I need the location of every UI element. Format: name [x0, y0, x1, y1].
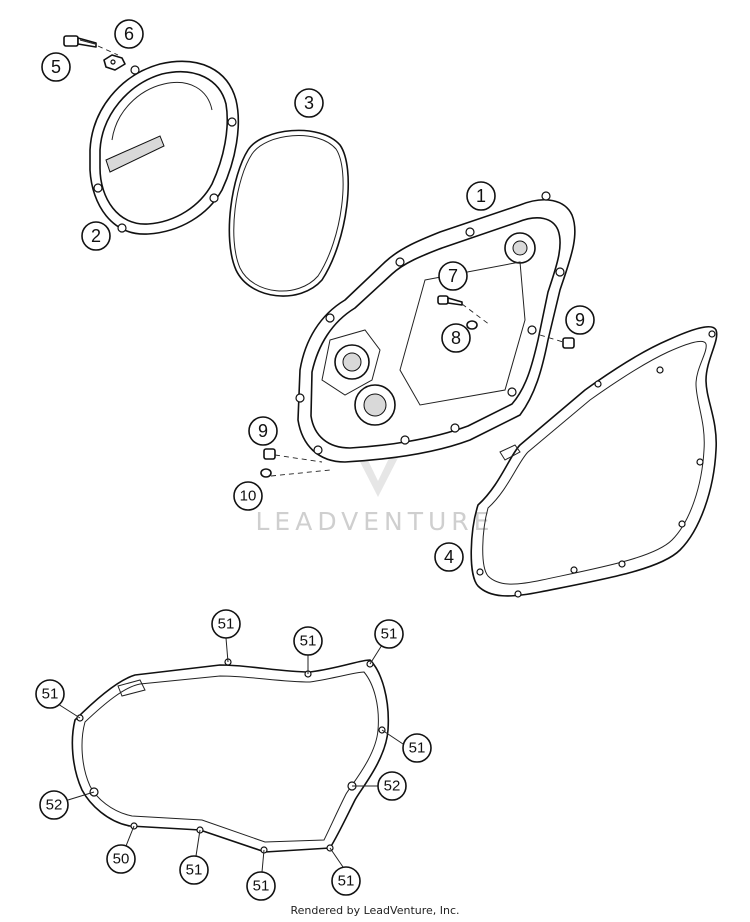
watermark-text: LEADVENTURE: [256, 507, 495, 536]
callout-4-label: 4: [444, 547, 454, 567]
callout-51-top-right-label: 51: [381, 626, 398, 643]
callout-8-label: 8: [451, 328, 461, 348]
callout-9-left[interactable]: 9: [248, 416, 278, 446]
bolt-part-5[interactable]: [63, 35, 119, 56]
dowel-part-9-left[interactable]: [263, 448, 323, 463]
dowel-part-9-right[interactable]: [539, 334, 575, 349]
callout-51-left-label: 51: [42, 686, 59, 703]
callout-6[interactable]: 6: [114, 19, 144, 49]
washer-part-8[interactable]: [466, 320, 478, 330]
callout-51-top-left-label: 51: [218, 616, 235, 633]
inner-clutch-cover-part-1[interactable]: [295, 191, 576, 463]
bolt-part-7[interactable]: [437, 295, 491, 326]
callout-6-label: 6: [124, 24, 134, 44]
callout-2-label: 2: [91, 226, 101, 246]
callout-52-left-label: 52: [46, 797, 63, 814]
callout-7[interactable]: 7: [438, 261, 468, 291]
callout-7-label: 7: [448, 266, 458, 286]
outer-clutch-cover-part-2[interactable]: [89, 60, 240, 235]
callout-50-label: 50: [113, 851, 130, 868]
callout-4[interactable]: 4: [434, 542, 464, 572]
o-ring-part-3[interactable]: [228, 129, 349, 297]
callout-5[interactable]: 5: [41, 52, 71, 82]
callout-51-top-middle-label: 51: [300, 633, 317, 650]
callout-51-left[interactable]: 51: [35, 679, 81, 719]
callout-51-bottom-3[interactable]: 51: [329, 847, 361, 896]
callout-9-right-label: 9: [575, 310, 585, 330]
callout-51-top-left[interactable]: 51: [211, 609, 241, 663]
callout-51-bottom-2[interactable]: 51: [246, 849, 276, 901]
callout-51-top-right[interactable]: 51: [369, 619, 404, 665]
callout-51-bottom-3-label: 51: [338, 873, 355, 890]
callout-3[interactable]: 3: [294, 88, 324, 118]
callout-9-right[interactable]: 9: [565, 305, 595, 335]
callout-52-right[interactable]: 52: [352, 771, 407, 801]
callout-51-right-label: 51: [409, 740, 426, 757]
footer-credit: Rendered by LeadVenture, Inc.: [290, 904, 460, 917]
callout-8[interactable]: 8: [441, 323, 471, 353]
callout-10[interactable]: 10: [233, 481, 263, 511]
plug-part-10[interactable]: [260, 468, 331, 478]
callout-51-top-middle[interactable]: 51: [293, 626, 323, 674]
callout-51-bottom-2-label: 51: [253, 878, 270, 895]
callout-1[interactable]: 1: [466, 181, 496, 211]
callout-51-right[interactable]: 51: [381, 729, 432, 763]
callout-10-label: 10: [240, 488, 257, 505]
gasket-part-4[interactable]: [470, 325, 718, 598]
callout-5-label: 5: [51, 57, 61, 77]
callout-50[interactable]: 50: [106, 825, 136, 874]
callout-52-left[interactable]: 52: [39, 790, 95, 820]
gasket-detail-lower[interactable]: [71, 658, 390, 854]
watermark: LEADVENTURE: [256, 452, 495, 536]
callout-9-left-label: 9: [258, 421, 268, 441]
callout-51-bottom-1[interactable]: 51: [179, 829, 209, 885]
callout-2[interactable]: 2: [81, 221, 111, 251]
callout-1-label: 1: [476, 186, 486, 206]
callout-51-bottom-1-label: 51: [186, 862, 203, 879]
clip-part-6[interactable]: [103, 54, 126, 71]
callout-52-right-label: 52: [384, 778, 401, 795]
callout-3-label: 3: [304, 93, 314, 113]
